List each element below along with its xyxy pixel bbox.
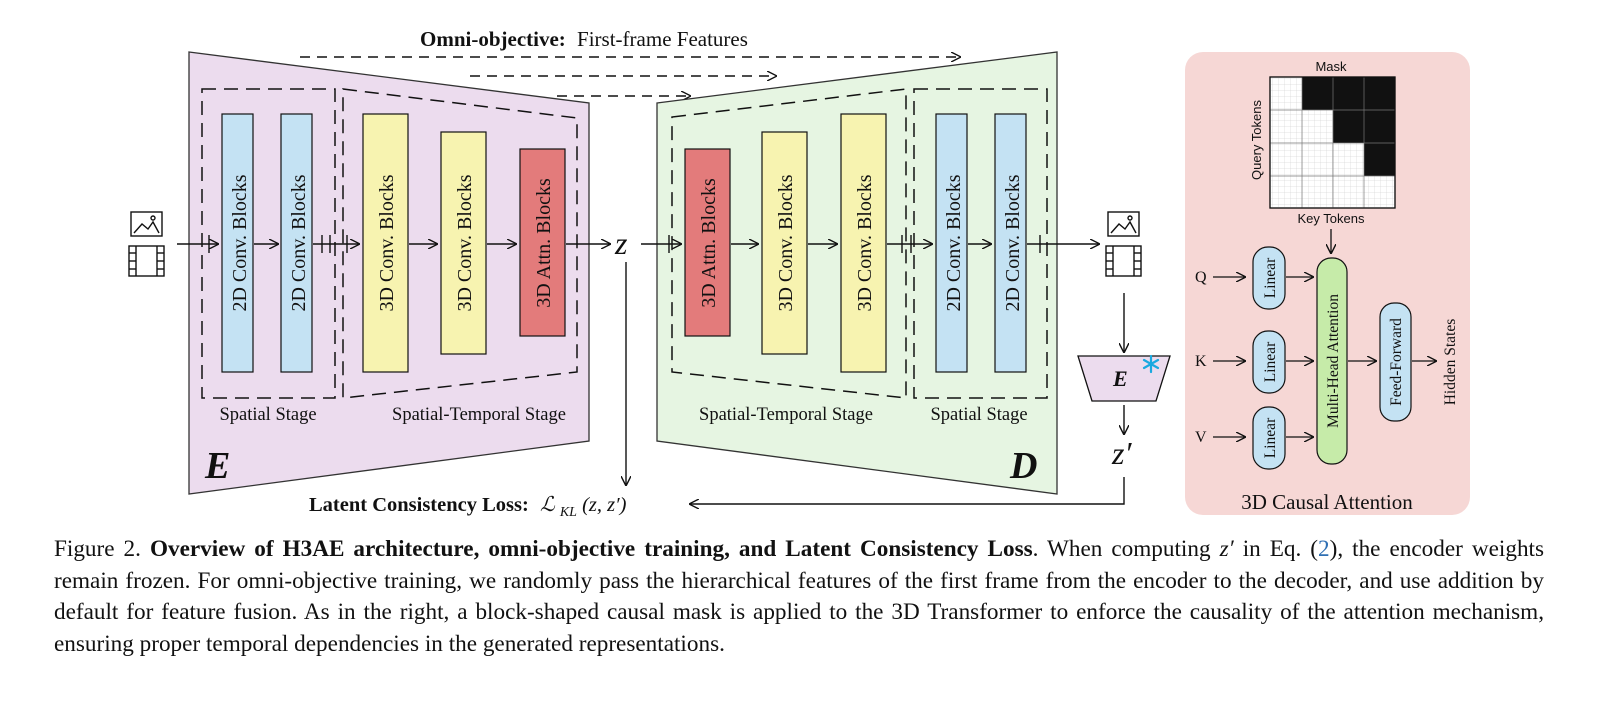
mask-label: Mask [1315, 59, 1347, 74]
encoder-letter: E [204, 445, 230, 487]
omni-objective-label: Omni-objective: First-frame Features [420, 27, 748, 51]
decoder-block-3 [840, 113, 887, 373]
encoder-block-5-label: 3D Attn. Blocks [533, 178, 555, 308]
decoder-spatiotemporal-stage-label: Spatial-Temporal Stage [699, 405, 873, 425]
attention-arrows [1213, 229, 1436, 437]
decoder-letter: D [1009, 445, 1037, 487]
decoder-block-4 [935, 113, 968, 373]
latent-z-prime: z′ [1111, 435, 1132, 471]
decoder-block-5-label: 2D Conv. Blocks [1002, 174, 1024, 311]
decoder-block-2-label: 3D Conv. Blocks [775, 174, 797, 311]
decoder-spatial-stage-label: Spatial Stage [930, 405, 1027, 425]
hidden-states-label: Hidden States [1442, 319, 1459, 406]
multi-head-attention-node [1316, 257, 1348, 465]
decoder-spatiotemporal-stage-box [671, 88, 907, 399]
linear-node-k [1252, 330, 1286, 394]
latent-z: z [614, 225, 628, 261]
input-v: V [1195, 429, 1207, 446]
snowflake-frozen-icon [1142, 354, 1160, 374]
frozen-encoder-letter: E [1112, 366, 1128, 391]
input-k: K [1195, 353, 1207, 370]
linear-node-q-label: Linear [1262, 257, 1279, 298]
latent-consistency-loss: Latent Consistency Loss: ℒ KL (z, z′) [309, 494, 627, 520]
caption-z-prime: z′ [1219, 536, 1234, 562]
input-image-icon [130, 211, 163, 237]
architecture-figure: Omni-objective: First-frame Features 2D … [128, 27, 1470, 520]
caption-part3: ), the encoder weights remain frozen. Fo… [54, 536, 1545, 657]
figure-caption: Figure 2. Overview of H3AE architecture,… [54, 534, 1544, 660]
linear-node-v [1252, 406, 1286, 470]
linear-node-v-label: Linear [1262, 417, 1279, 458]
decoder-block-4-label: 2D Conv. Blocks [943, 174, 965, 311]
encoder-block-5 [519, 148, 566, 337]
causal-mask-grid [1269, 76, 1396, 209]
encoder-block-2 [280, 113, 313, 373]
caption-part2: in Eq. ( [1242, 536, 1319, 562]
feed-forward-label: Feed-Forward [1388, 318, 1405, 406]
multi-head-attention-label: Multi-Head Attention [1325, 294, 1342, 428]
output-image-icon [1107, 211, 1140, 237]
input-q: Q [1195, 269, 1207, 286]
decoder-block-3-label: 3D Conv. Blocks [854, 174, 876, 311]
decoder-block-2 [761, 131, 808, 355]
caption-title: Overview of H3AE architecture, omni-obje… [149, 536, 1033, 562]
feed-forward-node [1379, 302, 1412, 422]
encoder-block-3 [362, 113, 409, 373]
encoder-block-2-label: 2D Conv. Blocks [288, 174, 310, 311]
caption-eq-ref[interactable]: 2 [1318, 536, 1330, 562]
decoder-block-5 [994, 113, 1027, 373]
encoder-blocks: 2D Conv. Blocks 2D Conv. Blocks 3D Conv.… [221, 113, 566, 373]
encoder-spatiotemporal-stage-box [342, 88, 578, 399]
input-video-icon [128, 245, 165, 277]
first-frame-skip-arrows [300, 57, 960, 96]
flow-arrows [177, 235, 1124, 504]
encoder-spatiotemporal-stage-label: Spatial-Temporal Stage [392, 405, 566, 425]
encoder-block-4-label: 3D Conv. Blocks [454, 174, 476, 311]
linear-node-q [1252, 246, 1286, 310]
query-tokens-label: Query Tokens [1249, 100, 1264, 180]
encoder-spatial-stage-label: Spatial Stage [219, 405, 316, 425]
encoder-block-4 [440, 131, 487, 355]
output-video-icon [1105, 245, 1142, 277]
caption-prefix: Figure 2. [54, 536, 141, 562]
caption-part1: . When computing [1032, 536, 1211, 562]
linear-node-k-label: Linear [1262, 341, 1279, 382]
key-tokens-label: Key Tokens [1298, 211, 1365, 226]
encoder-block-3-label: 3D Conv. Blocks [376, 174, 398, 311]
decoder-block-1-label: 3D Attn. Blocks [698, 178, 720, 308]
encoder-block-1 [221, 113, 254, 373]
attention-panel-title: 3D Causal Attention [1241, 490, 1413, 514]
decoder-blocks: 3D Attn. Blocks 3D Conv. Blocks 3D Conv.… [684, 113, 1027, 373]
decoder-block-1 [684, 148, 731, 337]
encoder-block-1-label: 2D Conv. Blocks [229, 174, 251, 311]
